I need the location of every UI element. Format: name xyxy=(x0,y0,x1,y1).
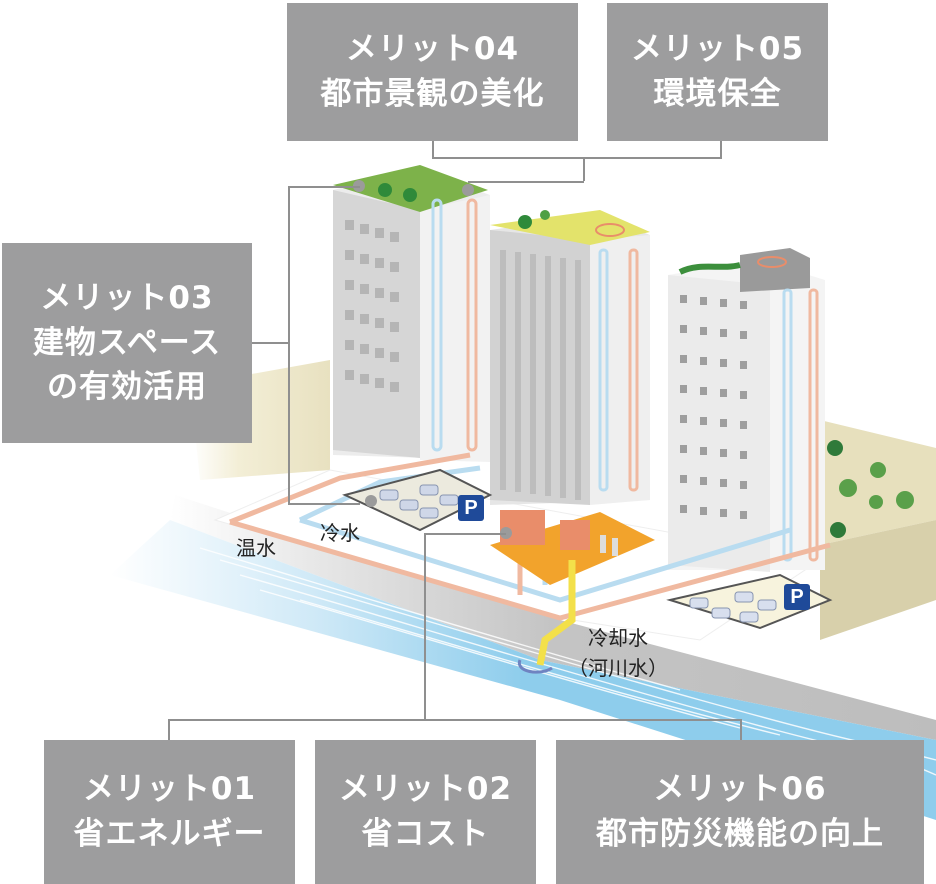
cold-water-label: 冷水 xyxy=(320,521,360,545)
merit-05-title: メリット05 xyxy=(630,31,805,68)
merit-04-title: メリット04 xyxy=(345,31,520,68)
merit-03-box: メリット03 建物スペース の有効活用 xyxy=(2,243,252,443)
merit-04-box: メリット04 都市景観の美化 xyxy=(287,3,578,141)
merit-01-text: 省エネルギー xyxy=(73,816,266,852)
cooling-water-label: 冷却水 xyxy=(588,626,648,650)
connector-m03 xyxy=(252,342,288,344)
connector-bottom xyxy=(168,719,742,741)
merit-03-line1: 建物スペース xyxy=(32,324,222,361)
connector-plant-diag xyxy=(424,533,506,535)
building-right xyxy=(668,248,914,572)
merit-03-line2: の有効活用 xyxy=(47,369,207,406)
merit-06-text: 都市防災機能の向上 xyxy=(596,816,884,852)
connector-top xyxy=(432,140,722,159)
merit-03-title: メリット03 xyxy=(40,279,214,316)
building-center xyxy=(490,210,650,505)
connector-top-stem xyxy=(583,157,585,181)
merit-01-title: メリット01 xyxy=(82,771,257,808)
building-left xyxy=(333,165,490,462)
merit-02-text: 省コスト xyxy=(361,816,490,852)
merit-01-box: メリット01 省エネルギー xyxy=(44,740,295,884)
merit-06-box: メリット06 都市防災機能の向上 xyxy=(556,740,924,884)
parking-sign-right: P xyxy=(784,584,810,610)
parking-left xyxy=(342,468,493,532)
connector-plant xyxy=(424,533,426,719)
merit-05-box: メリット05 環境保全 xyxy=(607,3,828,141)
connector-left xyxy=(288,186,360,505)
river-water-label: （河川水） xyxy=(568,656,668,680)
merit-05-text: 環境保全 xyxy=(653,76,782,112)
merit-02-box: メリット02 省コスト xyxy=(315,740,536,884)
merit-04-text: 都市景観の美化 xyxy=(320,76,545,112)
parking-sign-left: P xyxy=(458,495,484,521)
hot-water-label: 温水 xyxy=(236,536,276,560)
cooling-water-pipe xyxy=(517,560,576,674)
connector-top-branch xyxy=(468,181,584,183)
merit-06-title: メリット06 xyxy=(653,771,827,808)
merit-02-title: メリット02 xyxy=(338,771,513,808)
